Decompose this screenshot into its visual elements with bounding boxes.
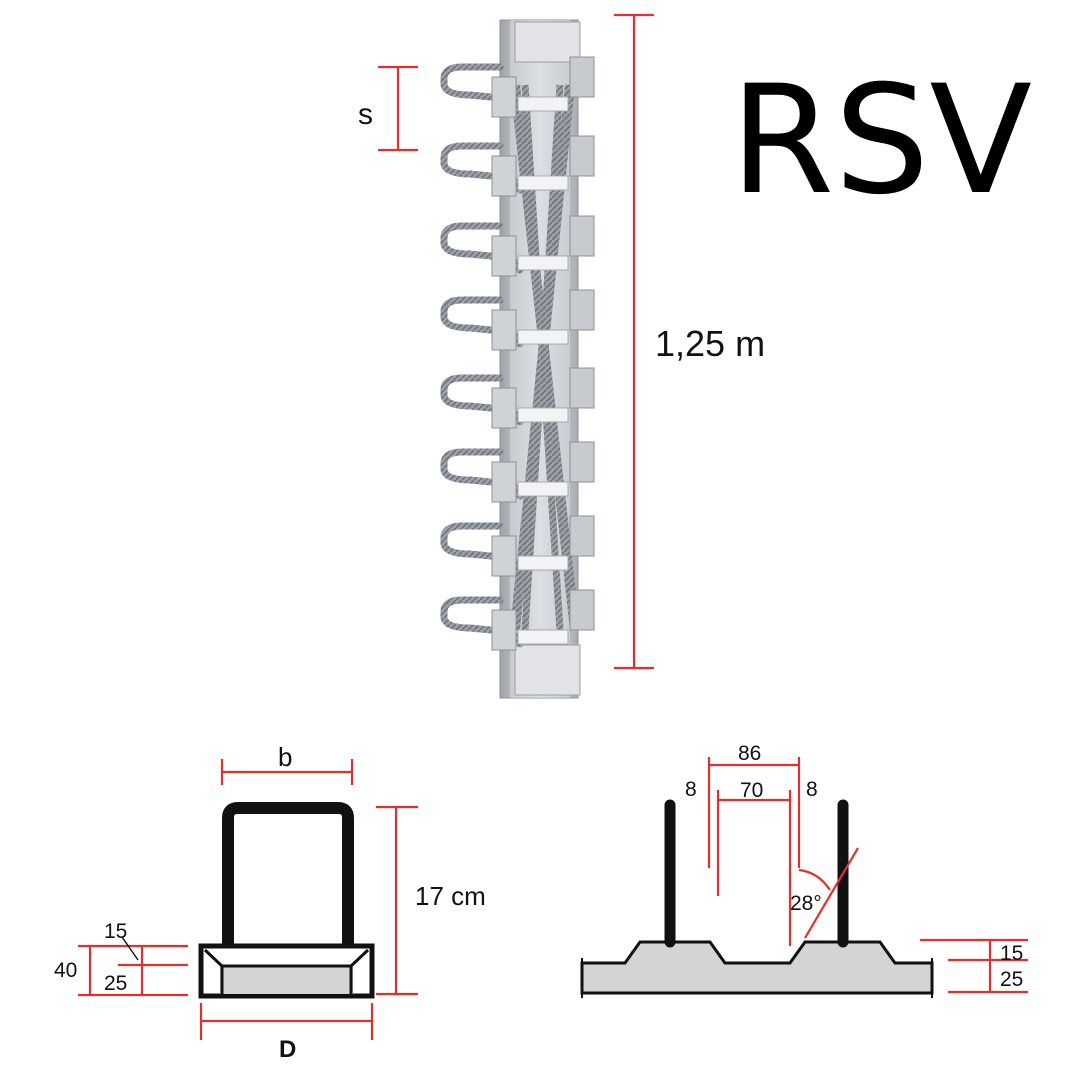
channel-tab-right	[569, 589, 595, 631]
length-dimension: 1,25 m	[614, 13, 765, 670]
inner-label: 70	[740, 779, 763, 802]
loop-rebar	[440, 296, 524, 348]
channel-tab-left	[491, 387, 517, 429]
loop-rebars	[440, 63, 524, 648]
loop-rebar	[440, 142, 524, 194]
channel-bottom-cap	[514, 644, 581, 696]
channel-slot	[517, 629, 569, 645]
top-label: 15	[104, 920, 127, 943]
concrete-profile	[580, 940, 934, 995]
loop-rebar	[440, 374, 524, 426]
channel-tab-left	[491, 155, 517, 197]
channel-slot	[517, 96, 569, 112]
loop-rebar	[440, 63, 524, 115]
channel-slot	[517, 481, 569, 497]
right-section: 86 70 8 8 28° 15 25	[580, 742, 1028, 998]
channel-slot	[517, 329, 569, 345]
channel-slot	[517, 255, 569, 271]
channel-tab-right	[569, 56, 595, 98]
channel-top-cap	[514, 21, 581, 63]
channel-tab-right	[569, 441, 595, 483]
channel-tab-left	[491, 535, 517, 577]
base-label: D	[279, 1036, 296, 1063]
spacing-label: s	[358, 98, 373, 131]
loop-rebar	[440, 596, 524, 648]
length-label: 1,25 m	[655, 323, 765, 364]
channel-tab-right	[569, 135, 595, 177]
total-label: 40	[54, 959, 77, 982]
channel-lip	[203, 948, 370, 994]
title-text: RSV	[730, 54, 1032, 228]
left-section: b 17 cm D 40 15 25	[54, 742, 486, 1063]
channel-tab-left	[491, 235, 517, 277]
spacing-dimension: s	[358, 65, 418, 152]
channel-fill	[220, 966, 353, 994]
channel-tab-left	[491, 461, 517, 503]
channel-tab-right	[569, 515, 595, 557]
loop-rebar	[440, 522, 524, 574]
width-label: b	[278, 742, 292, 772]
channel-tab-left	[491, 76, 517, 118]
angle-label: 28°	[790, 892, 822, 915]
right-bottom-label: 25	[1000, 968, 1023, 991]
rebar-connector-product	[440, 19, 595, 699]
bottom-label: 25	[104, 972, 127, 995]
channel-tab-right	[569, 289, 595, 331]
channel-tab-right	[569, 367, 595, 409]
side-left-label: 8	[685, 778, 697, 801]
channel-tab-left	[491, 609, 517, 651]
height-label: 17 cm	[415, 881, 486, 911]
channel-tab-right	[569, 215, 595, 257]
right-top-label: 15	[1000, 942, 1023, 965]
channel-tab-left	[491, 309, 517, 351]
outer-label: 86	[738, 742, 761, 765]
channel-slot	[517, 407, 569, 423]
side-right-label: 8	[806, 778, 818, 801]
channel-slot	[517, 555, 569, 571]
channel-tabs	[491, 56, 595, 651]
loop-rebar	[440, 222, 524, 274]
loop-rebar	[440, 448, 524, 500]
channel-slot	[517, 175, 569, 191]
u-bar	[222, 802, 354, 945]
